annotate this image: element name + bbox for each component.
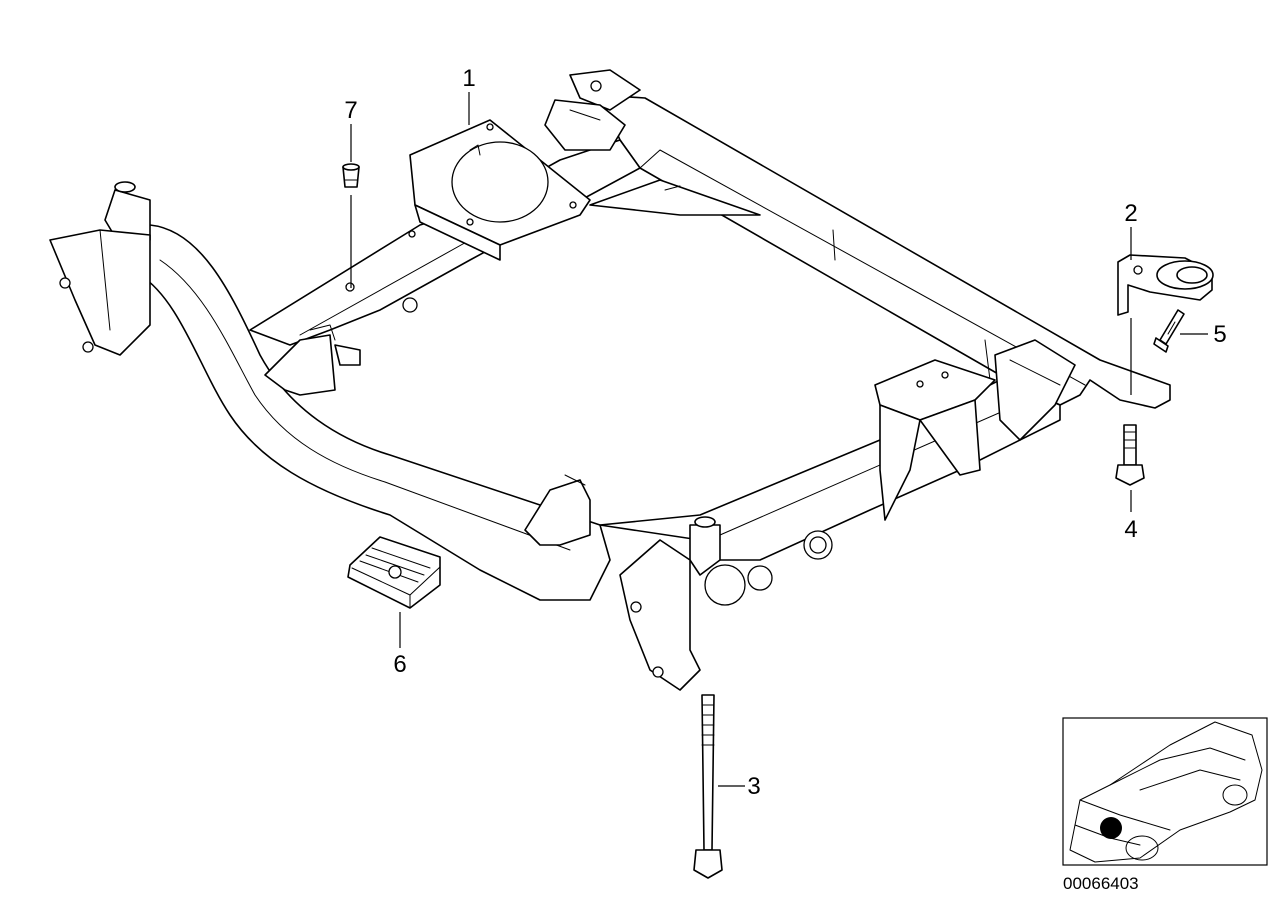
front-cross-tube [139, 224, 611, 601]
left-control-arm-bracket [264, 334, 336, 396]
part-5-bolt [1153, 309, 1185, 353]
callout-3: 3 [747, 773, 760, 800]
left-engine-mount [49, 181, 151, 356]
callout-5: 5 [1213, 321, 1226, 348]
right-side-rail [599, 94, 1171, 409]
spring-plate [409, 119, 591, 261]
part-3-bolt [693, 694, 723, 879]
callout-7: 7 [344, 97, 357, 124]
callout-2: 2 [1124, 200, 1137, 227]
diagram-code: 00066403 [1063, 874, 1139, 893]
part-4-bolt [1115, 424, 1145, 486]
car-location-thumbnail [1062, 717, 1268, 866]
right-engine-mount [619, 516, 721, 691]
callout-6: 6 [393, 651, 406, 678]
part-6-stop [347, 536, 441, 609]
part-2-bracket [1117, 254, 1214, 316]
leader-lines [350, 92, 1208, 787]
front-axle-carrier-drawing [49, 69, 1171, 691]
right-rail-bracket [994, 339, 1076, 441]
callout-1: 1 [462, 65, 475, 92]
callout-4: 4 [1124, 516, 1137, 543]
part-7-nut [342, 163, 360, 188]
upper-rear-mount [569, 69, 641, 111]
location-dot-icon [1100, 817, 1122, 839]
rear-cross-member [599, 379, 1061, 561]
front-center-bracket [524, 479, 591, 546]
